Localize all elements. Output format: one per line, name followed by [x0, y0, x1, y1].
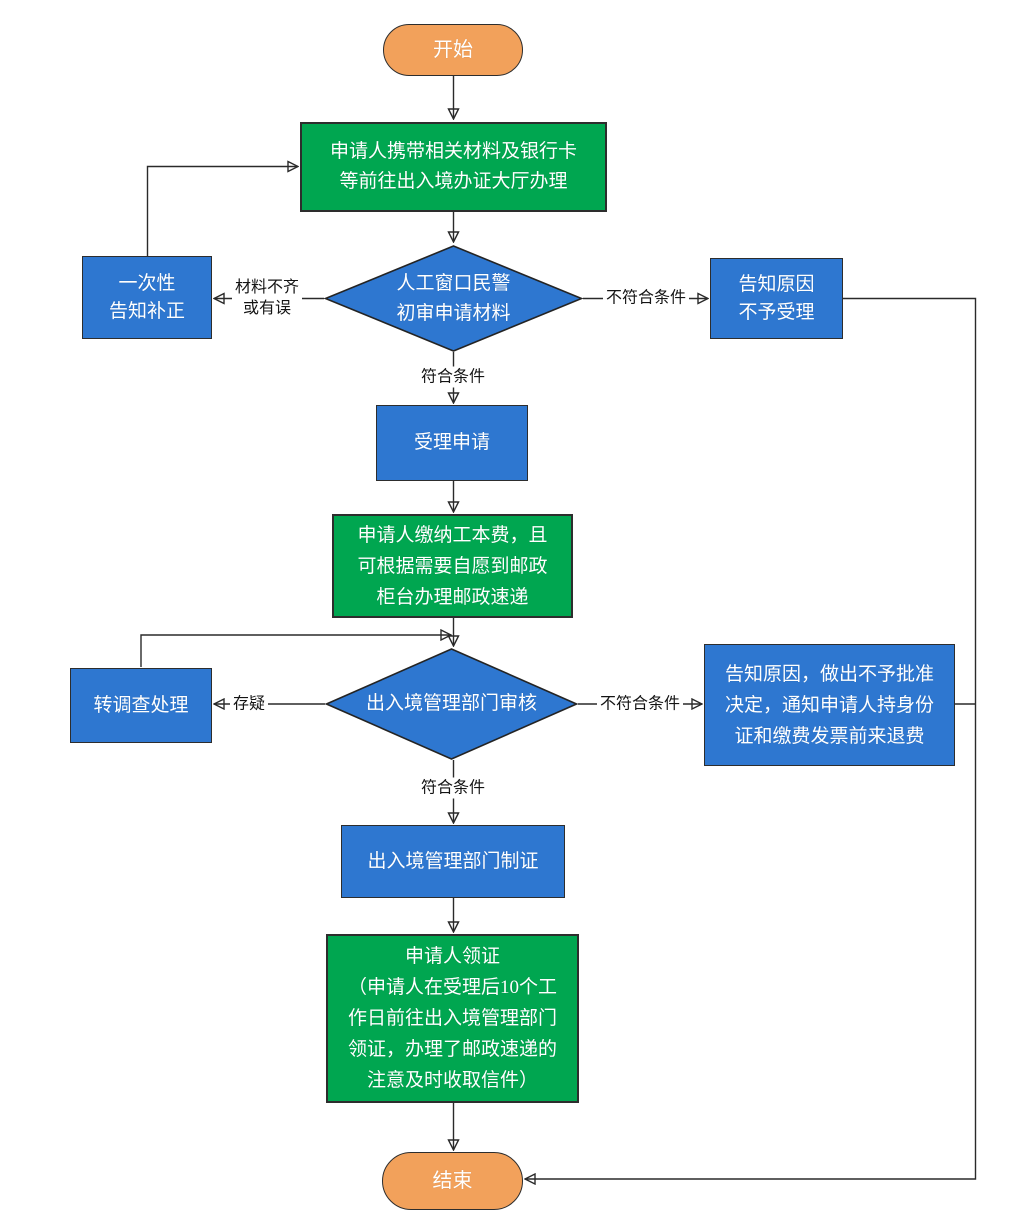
- connector-notify-correction-to-prepare: [146, 167, 299, 256]
- node-reject-refund: 告知原因，做出不予批准 决定，通知申请人持身份 证和缴费发票前来退费: [704, 644, 955, 766]
- edge-label-not-qualified-1: 不符合条件: [602, 287, 690, 309]
- node-decision-dept-review: 出入境管理部门审核: [325, 648, 578, 760]
- node-transfer-investigation-label: 转调查处理: [93, 694, 189, 716]
- node-transfer-investigation: 转调查处理: [70, 668, 212, 743]
- node-receive-certificate-label: 申请人领证 （申请人在受理后10个工 作日前往出入境管理部门 领证，办理了邮政速…: [347, 946, 557, 1091]
- node-end-label: 结束: [432, 1170, 473, 1192]
- edge-label-qualified-1: 符合条件: [417, 366, 489, 388]
- node-notify-correction-label: 一次性 告知补正: [108, 272, 185, 322]
- node-reject-not-accept: 告知原因 不予受理: [710, 258, 843, 339]
- edge-label-not-qualified-2: 不符合条件: [596, 693, 684, 715]
- node-decision-initial-review: 人工窗口民警 初审申请材料: [324, 245, 583, 352]
- node-decision-initial-review-label: 人工窗口民警 初审申请材料: [396, 272, 511, 324]
- node-make-certificate: 出入境管理部门制证: [341, 825, 565, 898]
- node-start: 开始: [383, 24, 523, 76]
- node-receive-certificate: 申请人领证 （申请人在受理后10个工 作日前往出入境管理部门 领证，办理了邮政速…: [326, 934, 579, 1103]
- node-make-certificate-label: 出入境管理部门制证: [367, 850, 539, 872]
- edge-label-materials-incomplete: 材料不齐 或有误: [231, 277, 303, 319]
- node-prepare-materials: 申请人携带相关材料及银行卡 等前往出入境办证大厅办理: [300, 122, 607, 212]
- node-decision-dept-review-label: 出入境管理部门审核: [365, 693, 537, 714]
- node-pay-fee-label: 申请人缴纳工本费，且 可根据需要自愿到邮政 柜台办理邮政速递: [357, 524, 548, 608]
- node-notify-correction: 一次性 告知补正: [82, 256, 212, 339]
- node-reject-refund-label: 告知原因，做出不予批准 决定，通知申请人持身份 证和缴费发票前来退费: [724, 663, 934, 747]
- node-pay-fee: 申请人缴纳工本费，且 可根据需要自愿到邮政 柜台办理邮政速递: [332, 514, 573, 618]
- node-accept-application-label: 受理申请: [413, 432, 490, 453]
- node-accept-application: 受理申请: [376, 405, 528, 481]
- node-end: 结束: [382, 1152, 523, 1210]
- node-prepare-materials-label: 申请人携带相关材料及银行卡 等前往出入境办证大厅办理: [329, 141, 577, 192]
- node-reject-not-accept-label: 告知原因 不予受理: [738, 273, 815, 323]
- diamond-shape-initial-review: [324, 245, 583, 352]
- edge-label-doubt: 存疑: [229, 693, 269, 715]
- edge-label-qualified-2: 符合条件: [417, 777, 489, 799]
- node-start-label: 开始: [433, 39, 473, 61]
